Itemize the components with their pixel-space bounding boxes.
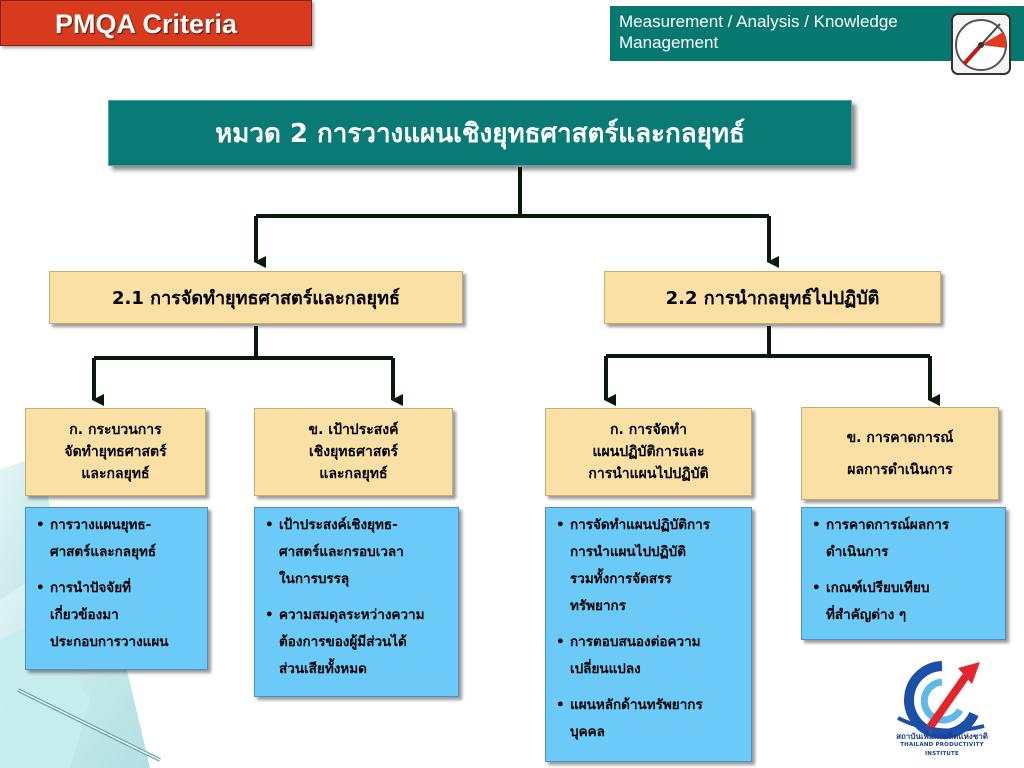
subtopic-heading-line: ผลการดำเนินการ — [847, 461, 953, 478]
logo-name-thai: สถาบันเพิ่มผลผลิตแห่งชาติ — [896, 732, 988, 741]
category-2-1: 2.1 การจัดทำยุทธศาสตร์และกลยุทธ์ — [49, 271, 463, 324]
category-2-1-label: 2.1 การจัดทำยุทธศาสตร์และกลยุทธ์ — [112, 288, 400, 309]
subtopic-heading-line: แผนปฏิบัติการและ — [592, 444, 705, 460]
subtopic-heading-line: และกลยุทธ์ — [81, 466, 150, 482]
list-item: ความสมดุลระหว่างความ ต้องการของผู้มีส่วน… — [265, 602, 454, 683]
subtopic-heading-line: ก. กระบวนการ — [69, 422, 162, 438]
diagram-title-text: หมวด 2 การวางแผนเชิงยุทธศาสตร์และกลยุทธ์ — [215, 118, 745, 149]
section-label-line-1: Measurement / Analysis / Knowledge — [619, 12, 898, 31]
category-2-2-label: 2.2 การนำกลยุทธ์ไปปฏิบัติ — [665, 288, 880, 309]
detail-list-2-1-b: เป้าประสงค์เชิงยุทธ- ศาสตร์และกรอบเวลา ใ… — [254, 507, 459, 697]
subtopic-2-1-a: ก. กระบวนการ จัดทำยุทธศาสตร์ และกลยุทธ์ — [25, 408, 206, 496]
section-label-line-2: Management — [619, 33, 719, 52]
subtopic-heading-line: ข. การคาดการณ์ — [846, 429, 954, 446]
list-item: การวางแผนยุทธ- ศาสตร์และกลยุทธ์ — [36, 512, 203, 566]
subtopic-heading-line: และกลยุทธ์ — [319, 466, 388, 482]
list-item: แผนหลักด้านทรัพยากร บุคคล — [556, 692, 747, 746]
detail-list-2-1-a: การวางแผนยุทธ- ศาสตร์และกลยุทธ์ การนำปัจ… — [25, 507, 208, 670]
list-item: การจัดทำแผนปฏิบัติการ การนำแผนไปปฏิบัติ … — [556, 512, 747, 620]
subtopic-2-2-b: ข. การคาดการณ์ ผลการดำเนินการ — [801, 407, 999, 500]
gauge-icon — [951, 13, 1011, 75]
subtopic-heading-line: เชิงยุทธศาสตร์ — [308, 444, 398, 460]
institute-logo-icon — [897, 661, 985, 739]
subtopic-heading-line: จัดทำยุทธศาสตร์ — [64, 444, 167, 460]
logo-name-english: THAILAND PRODUCTIVITY INSTITUTE — [900, 742, 984, 757]
detail-list-2-2-b: การคาดการณ์ผลการ ดำเนินการ เกณฑ์เปรียบเท… — [801, 507, 1006, 640]
subtopic-2-2-a: ก. การจัดทำ แผนปฏิบัติการและ การนำแผนไปป… — [545, 408, 752, 496]
subtopic-heading-line: ก. การจัดทำ — [610, 422, 687, 438]
category-2-2: 2.2 การนำกลยุทธ์ไปปฏิบัติ — [604, 271, 941, 324]
detail-list-2-2-a: การจัดทำแผนปฏิบัติการ การนำแผนไปปฏิบัติ … — [545, 507, 752, 762]
list-item: เกณฑ์เปรียบเทียบ ที่สำคัญต่าง ๆ — [812, 575, 1001, 629]
subtopic-2-1-b: ข. เป้าประสงค์ เชิงยุทธศาสตร์ และกลยุทธ์ — [254, 408, 453, 496]
diagram-title: หมวด 2 การวางแผนเชิงยุทธศาสตร์และกลยุทธ์ — [108, 100, 852, 166]
list-item: การนำปัจจัยที่ เกี่ยวข้องมา ประกอบการวาง… — [36, 575, 203, 656]
list-item: การตอบสนองต่อความ เปลี่ยนแปลง — [556, 629, 747, 683]
list-item: เป้าประสงค์เชิงยุทธ- ศาสตร์และกรอบเวลา ใ… — [265, 512, 454, 593]
institute-logo-text: สถาบันเพิ่มผลผลิตแห่งชาติ THAILAND PRODU… — [884, 732, 1000, 759]
subtopic-heading-line: การนำแผนไปปฏิบัติ — [588, 466, 709, 482]
subtopic-heading-line: ข. เป้าประสงค์ — [308, 422, 399, 438]
list-item: การคาดการณ์ผลการ ดำเนินการ — [812, 512, 1001, 566]
criteria-badge: PMQA Criteria — [0, 0, 312, 46]
